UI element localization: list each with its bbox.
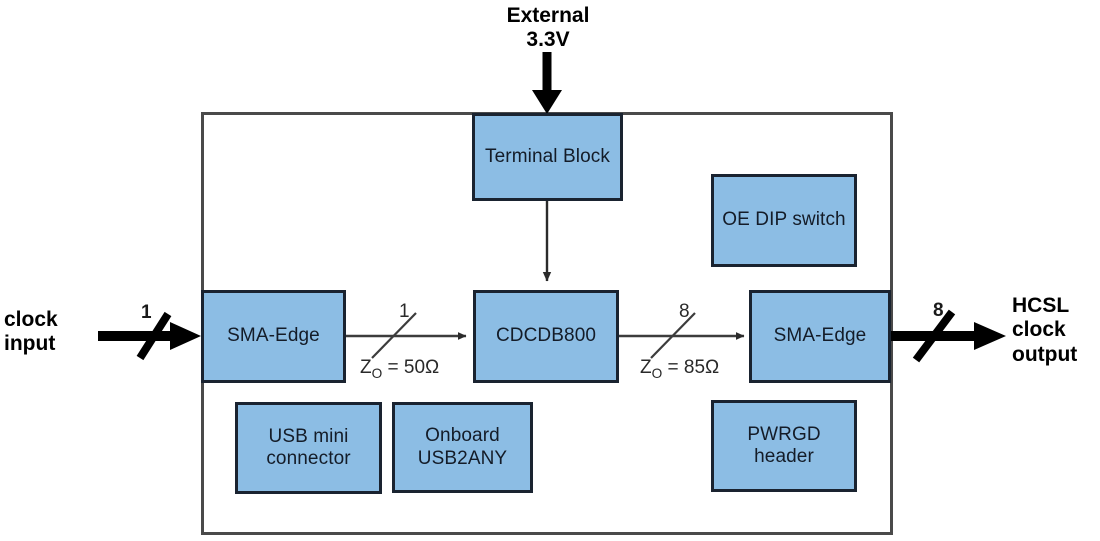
clock-input-label-line1: clock (4, 308, 58, 331)
sma-to-cdcdb800-connector (345, 312, 467, 359)
block-terminal-block[interactable]: Terminal Block (472, 113, 623, 201)
hcsl-output-label-line2: clock (1012, 318, 1066, 342)
block-usb-mini-connector-label-line1: USB mini (268, 425, 349, 447)
block-pwrgd-header[interactable]: PWRGD header (711, 400, 857, 492)
impedance-label-50-ohm-subscript: O (371, 365, 383, 381)
block-pwrgd-header-label-line2: header (754, 446, 814, 467)
external-supply-label-line2: 3.3V (526, 28, 570, 52)
hcsl-output-label-line3: output (1012, 342, 1078, 366)
impedance-label-50-ohm: ZO = 50Ω (360, 357, 440, 381)
clock-input-arrow (98, 311, 201, 361)
block-terminal-block-label: Terminal Block (485, 145, 610, 167)
block-sma-edge-input[interactable]: SMA-Edge (201, 290, 346, 383)
hcsl-output-label-line1: HCSL (1012, 294, 1070, 317)
clock-input-label: clock input (4, 308, 94, 357)
block-onboard-usb2any-label: Onboard USB2ANY (418, 425, 507, 470)
block-sma-edge-output-label: SMA-Edge (773, 325, 867, 347)
block-sma-edge-input-label: SMA-Edge (227, 325, 320, 347)
block-usb-mini-connector-label: USB mini connector (266, 426, 350, 471)
cdcdb800-to-sma-connector (618, 312, 745, 359)
block-usb-mini-connector-label-line2: connector (266, 448, 351, 469)
external-supply-label: External 3.3V (472, 4, 624, 53)
bus-label-cdcdb800-to-sma-count: 8 (679, 301, 690, 322)
block-cdcdb800-label: CDCDB800 (495, 325, 597, 347)
hcsl-output-label: HCSL clock output (1012, 294, 1100, 367)
external-supply-label-line1: External (506, 4, 590, 27)
impedance-label-85-ohm-z: Z (640, 357, 652, 378)
impedance-label-50-ohm-z: Z (360, 357, 372, 378)
block-cdcdb800[interactable]: CDCDB800 (473, 290, 619, 383)
bus-label-output-count: 8 (933, 300, 944, 321)
block-sma-edge-output[interactable]: SMA-Edge (749, 290, 891, 383)
block-oe-dip-switch[interactable]: OE DIP switch (711, 174, 857, 267)
block-usb-mini-connector[interactable]: USB mini connector (235, 402, 382, 494)
impedance-label-85-ohm: ZO = 85Ω (640, 357, 720, 381)
block-pwrgd-header-label: PWRGD header (747, 424, 820, 469)
block-pwrgd-header-label-line1: PWRGD (747, 423, 821, 445)
bus-label-input-count: 1 (141, 302, 152, 323)
block-oe-dip-switch-label: OE DIP switch (722, 209, 846, 231)
block-onboard-usb2any[interactable]: Onboard USB2ANY (392, 402, 533, 493)
hcsl-output-arrow (890, 309, 1006, 363)
bus-label-sma-to-cdcdb800-count: 1 (399, 301, 410, 322)
external-supply-arrow (532, 52, 562, 114)
clock-input-label-line2: input (4, 332, 56, 356)
impedance-label-50-ohm-value: = 50Ω (382, 357, 440, 378)
impedance-label-85-ohm-subscript: O (651, 365, 663, 381)
block-onboard-usb2any-label-line1: Onboard (425, 425, 500, 447)
block-onboard-usb2any-label-line2: USB2ANY (417, 447, 508, 469)
impedance-label-85-ohm-value: = 85Ω (662, 357, 720, 378)
